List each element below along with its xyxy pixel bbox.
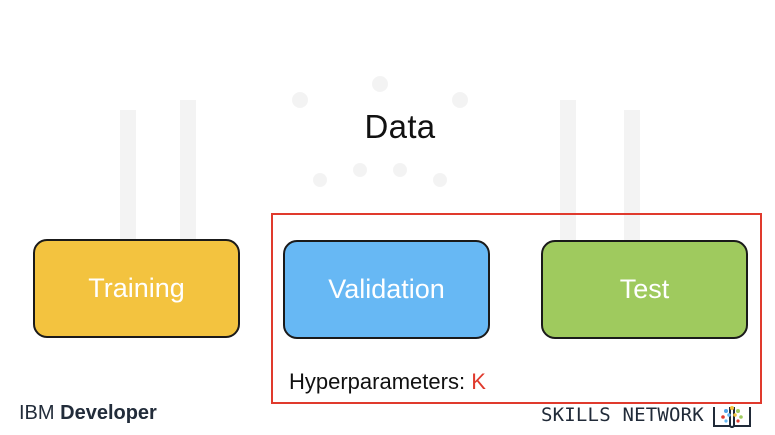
watermark-graphic (120, 76, 640, 240)
hyperparameter-k: K (471, 369, 486, 394)
open-book-icon (713, 406, 751, 428)
test-label: Test (619, 274, 670, 304)
hyperparameters-label: Hyperparameters: (289, 369, 466, 394)
validation-label: Validation (328, 274, 445, 304)
developer-text: Developer (60, 402, 157, 424)
hyperparameters-caption: Hyperparameters: K (289, 369, 486, 395)
validation-box: Validation (283, 240, 490, 339)
ibm-developer-logo: IBM Developer (19, 402, 157, 425)
diagram-title: Data (364, 108, 436, 145)
training-label: Training (88, 273, 185, 303)
skills-network-logo: SKILLS NETWORK (541, 404, 704, 426)
training-box: Training (33, 239, 240, 338)
ibm-text: IBM (19, 402, 55, 424)
highlight-frame (271, 213, 762, 404)
test-box: Test (541, 240, 748, 339)
